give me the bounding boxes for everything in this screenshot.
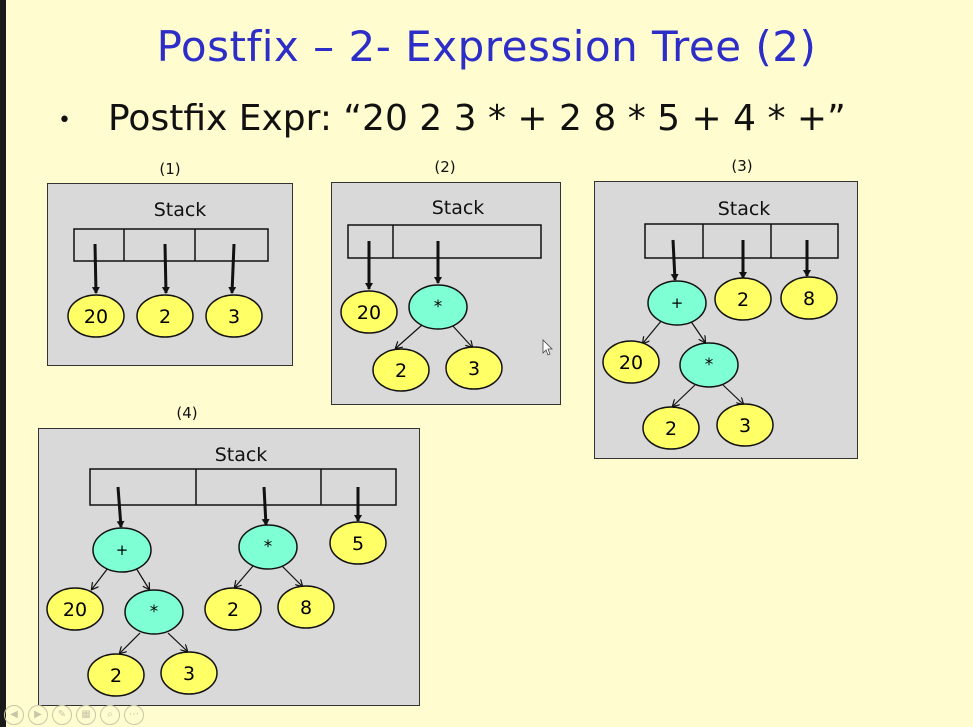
panel-4-stack-label: Stack (215, 444, 268, 466)
svg-text:*: * (705, 355, 714, 375)
svg-text:8: 8 (803, 288, 815, 310)
svg-text:3: 3 (228, 306, 240, 328)
panel-3-node-2-top: 2 (714, 277, 772, 321)
panel-1-stack-label: Stack (154, 199, 207, 221)
panel-2-node-20: 20 (340, 290, 398, 334)
panel-3-label: (3) (731, 157, 753, 175)
more-icon[interactable]: ⋯ (124, 705, 144, 725)
panel-4-node-mult-left: * (124, 589, 184, 635)
svg-text:8: 8 (300, 597, 312, 619)
panel-2-node-2: 2 (372, 348, 430, 392)
slideshow-nav: ◀ ▶ ✎ ▦ ⌕ ⋯ (4, 705, 144, 725)
mouse-cursor-icon (542, 339, 553, 356)
panel-3-node-plus: + (647, 280, 707, 326)
zoom-icon[interactable]: ⌕ (100, 705, 120, 725)
slides-icon[interactable]: ▦ (76, 705, 96, 725)
panel-3-node-2: 2 (642, 406, 700, 450)
panel-4-node-mult-mid: * (238, 524, 298, 570)
panel-3-diagram: Stack + 2 8 20 * 2 3 (602, 198, 839, 450)
svg-text:2: 2 (395, 360, 407, 382)
svg-text:5: 5 (352, 533, 364, 555)
panel-4-label: (4) (176, 404, 198, 422)
slide-title: Postfix – 2- Expression Tree (2) (156, 22, 817, 71)
svg-text:2: 2 (665, 418, 677, 440)
svg-text:20: 20 (357, 302, 381, 324)
back-icon[interactable]: ◀ (4, 705, 24, 725)
pen-icon[interactable]: ✎ (52, 705, 72, 725)
panel-2-stack-label: Stack (432, 197, 485, 219)
panel-4-node-20: 20 (46, 587, 104, 631)
panel-1-diagram: Stack 20 2 3 (67, 199, 269, 338)
panel-3-node-mult: * (679, 342, 739, 388)
panel-3-node-20: 20 (602, 340, 660, 384)
panel-4-node-2: 2 (87, 653, 145, 697)
panel-2-diagram: Stack 20 * 2 3 (340, 197, 542, 392)
panel-1-label: (1) (159, 160, 181, 178)
svg-text:20: 20 (84, 306, 108, 328)
panel-1-node-20: 20 (67, 294, 125, 338)
panel-4-diagram: Stack + * 5 20 * 2 8 2 3 (46, 444, 397, 697)
svg-text:3: 3 (739, 415, 751, 437)
svg-text:*: * (150, 602, 159, 622)
panel-2-label: (2) (434, 158, 456, 176)
panel-4-node-3: 3 (160, 651, 218, 695)
panel-4-node-plus: + (92, 527, 152, 573)
panel-4-node-8: 8 (277, 585, 335, 629)
svg-text:2: 2 (159, 306, 171, 328)
svg-text:+: + (671, 294, 684, 312)
panel-4-node-5: 5 (329, 521, 387, 565)
panel-1-stack-box (73, 228, 269, 262)
forward-icon[interactable]: ▶ (28, 705, 48, 725)
panel-3-node-8: 8 (780, 276, 838, 320)
panel-3-node-3: 3 (716, 403, 774, 447)
panel-4-node-2-mid: 2 (204, 587, 262, 631)
postfix-expression: Postfix Expr: “20 2 3 * + 2 8 * 5 + 4 * … (108, 98, 846, 139)
panel-2-stack-box (347, 224, 542, 259)
panel-2-node-mult: * (408, 284, 468, 330)
panel-1-node-2: 2 (136, 294, 194, 338)
panel-4-stack-box (89, 468, 397, 506)
svg-text:2: 2 (737, 289, 749, 311)
panel-1-node-3: 3 (205, 294, 263, 338)
panel-3-stack-label: Stack (718, 198, 771, 220)
svg-text:*: * (434, 297, 443, 317)
svg-text:+: + (116, 541, 129, 559)
svg-text:20: 20 (63, 599, 87, 621)
svg-text:3: 3 (183, 663, 195, 685)
svg-text:3: 3 (468, 358, 480, 380)
left-edge-bar (0, 0, 6, 727)
svg-text:2: 2 (110, 665, 122, 687)
bullet-dot: • (58, 108, 71, 133)
svg-text:20: 20 (619, 352, 643, 374)
panel-2-node-3: 3 (445, 346, 503, 390)
svg-text:2: 2 (227, 599, 239, 621)
svg-text:*: * (264, 537, 273, 557)
